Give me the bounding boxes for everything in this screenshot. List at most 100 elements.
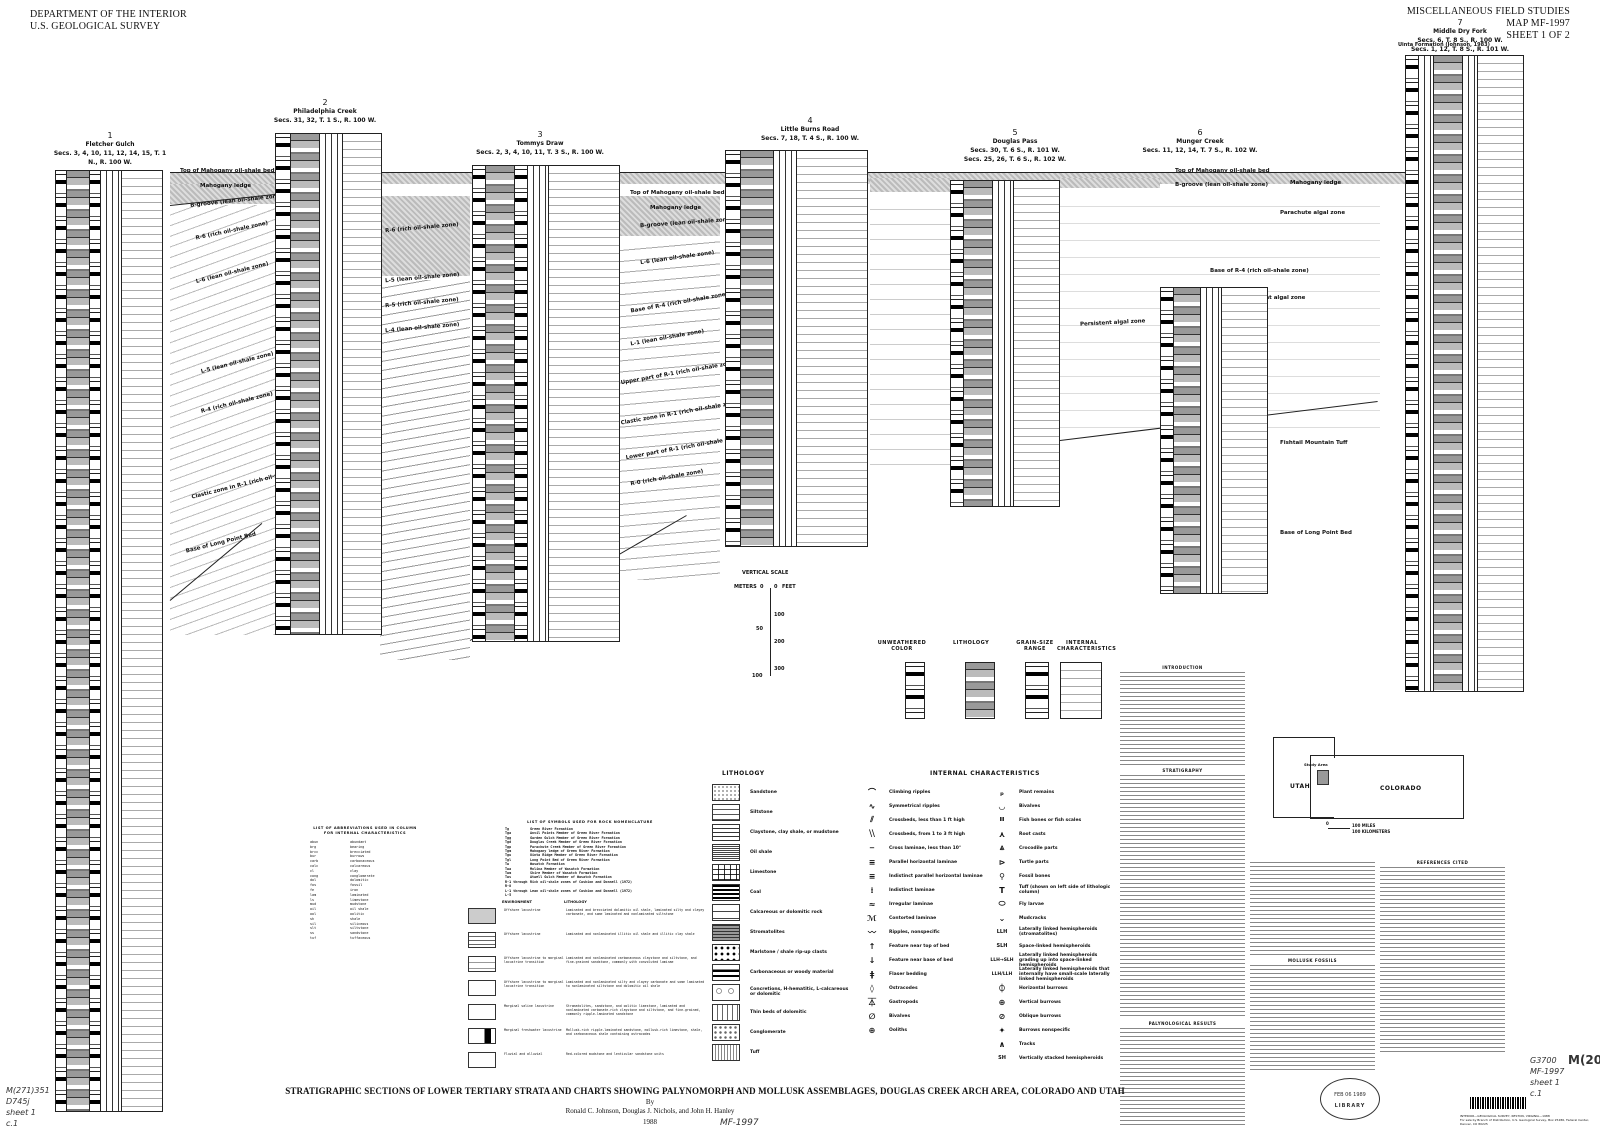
example-lithology-column — [965, 662, 995, 719]
plant-remains-icon: ₚ — [1000, 787, 1004, 797]
fossil-bones-icon: ⚲ — [999, 871, 1005, 881]
authors: Ronald C. Johnson, Douglas J. Nichols, a… — [565, 1107, 735, 1115]
section-5-lines-column — [992, 180, 1014, 507]
example-grain-column — [1025, 662, 1049, 719]
handwritten-call-number-left: M(271)351 D745j sheet 1 c.1 — [6, 1086, 50, 1128]
section-5-internal-column — [1013, 180, 1060, 507]
climbing-ripples-icon: ⌒ — [868, 787, 876, 797]
symbols-list: LIST OF SYMBOLS USED FOR ROCK NOMENCLATU… — [505, 820, 653, 898]
handwritten-call-number-right: G3700 M(200) MF-1997 sheet 1 c.1 — [1530, 1053, 1600, 1098]
zone-b-groove-6: B-groove (lean oil-shale zone) — [1175, 182, 1268, 188]
indistinct-laminae-icon: ⁞ — [870, 885, 874, 895]
section-3-lithology-column — [485, 165, 515, 642]
printer-notes: INTERIOR—GEOLOGICAL SURVEY, RESTON, VIRG… — [1460, 1114, 1590, 1126]
section-5-color-column — [950, 180, 964, 507]
section-7-lines-column-a — [1418, 55, 1434, 692]
zone-parachute-algal: Parachute algal zone — [1280, 210, 1346, 216]
tuff-icon: T — [999, 885, 1005, 895]
section-3-lines-column — [527, 165, 549, 642]
zone-mahogany-ledge-6: Mahogany ledge — [1290, 180, 1342, 186]
section-6-lines-column — [1200, 287, 1222, 594]
agency-survey: U.S. GEOLOGICAL SURVEY — [30, 21, 161, 32]
section-4-lines-column — [773, 150, 797, 547]
legend-stromatolites: Stromatolites — [712, 922, 852, 942]
section-3-color-column — [472, 165, 486, 642]
colorado-label: COLORADO — [1380, 785, 1422, 792]
series-block: MISCELLANEOUS FIELD STUDIES MAP MF-1997 … — [1407, 6, 1570, 42]
section-6-lithology-column — [1173, 287, 1201, 594]
ripples-icon: 〰 — [868, 927, 876, 937]
utah-label: UTAH — [1290, 783, 1311, 790]
scale-bar — [770, 588, 771, 676]
symmetrical-ripples-icon: ∿ — [868, 801, 876, 811]
r6-band-2-3 — [380, 196, 470, 276]
sheet-label: SHEET 1 OF 2 — [1506, 30, 1570, 41]
zone-persistent-algal-6: Persistent algal zone — [1240, 295, 1306, 301]
ostracodes-icon: ◊ — [870, 983, 874, 993]
section-1-lines-column — [100, 170, 122, 1112]
introduction-text: INTRODUCTION STRATIGRAPHY PALYNOLOGICAL … — [1120, 665, 1245, 1126]
zone-top-mahogany: Top of Mahogany oil-shale bed — [180, 168, 275, 174]
oblique-burrows-icon: ⊘ — [998, 1011, 1006, 1021]
vertical-scale: VERTICAL SCALE METERS 0 0 FEET 100 50 20… — [734, 570, 796, 679]
feature-base-icon: ↓ — [868, 955, 876, 965]
feet-label: FEET — [782, 584, 796, 590]
section-3-internal-column — [548, 165, 620, 642]
contorted-laminae-icon: ℳ — [867, 913, 877, 923]
legend-ripup: Marlstone / shale rip-up clasts — [712, 942, 852, 962]
correlation-fill-2-3 — [380, 280, 470, 660]
internal-characteristics-legend: INTERNAL CHARACTERISTICS ⌒Climbing rippl… — [855, 770, 1115, 1065]
zone-mahogany-ledge: Mahogany ledge — [200, 183, 252, 189]
section-5-heading: 5 Douglas Pass Secs. 30, T. 6 S., R. 101… — [963, 128, 1067, 163]
section-7-color-column — [1405, 55, 1419, 692]
index-map: Study Area UTAH COLORADO 0 100 MILES 100… — [1268, 735, 1468, 860]
explanation-diagram: UNWEATHERED COLOR LITHOLOGY GRAIN-SIZE R… — [865, 640, 1116, 750]
mollusk-text: MOLLUSK FOSSILS — [1250, 860, 1375, 1073]
zone-top-mahogany-6: Top of Mahogany oil-shale bed — [1175, 168, 1270, 174]
section-6-heading: 6 Munger Creek Secs. 11, 12, 14, T. 7 S.… — [1142, 128, 1258, 154]
r6-band-5-6 — [1060, 178, 1160, 188]
zone-mahogany-ledge-3: Mahogany ledge — [650, 205, 702, 211]
legend-siltstone: Siltstone — [712, 802, 852, 822]
burrows-nonspecific-icon: ✦ — [998, 1025, 1006, 1035]
handwritten-map-number: MF-1997 — [720, 1118, 759, 1128]
flaser-icon: ǂ — [869, 969, 875, 979]
by-line: By — [645, 1098, 655, 1106]
section-2-internal-column — [342, 133, 382, 635]
legend-limestone: Limestone — [712, 862, 852, 882]
legend-calcareous: Calcareous or dolomitic rock — [712, 902, 852, 922]
environment-legend: ENVIRONMENT LITHOLOGY Offshore lacustrin… — [468, 900, 708, 1072]
llh-ssh-internal-icon: LLH/LLH — [991, 971, 1013, 977]
zone-fishtail-tuff: Fishtail Mountain Tuff — [1280, 440, 1348, 446]
colorado-outline — [1310, 755, 1464, 819]
map-scale-bar — [1328, 828, 1350, 829]
cross-laminae-icon: ⎯ — [870, 843, 874, 852]
gastropods-icon: ⏄ — [868, 997, 876, 1007]
section-4-lithology-column — [740, 150, 774, 547]
vertical-burrows-icon: ⊕ — [998, 997, 1006, 1007]
ssh-icon: SLH — [996, 943, 1008, 949]
map-number: MAP MF-1997 — [1506, 18, 1570, 29]
series-name: MISCELLANEOUS FIELD STUDIES — [1406, 6, 1570, 17]
legend-concretions: Concretions, H-hematitic, L-calcareous o… — [712, 982, 852, 1002]
crossbeds-small-icon: ⫽ — [870, 815, 874, 824]
section-7-heading: 7 Middle Dry Fork Secs. 6, T. 8 S., R. 1… — [1410, 18, 1510, 53]
r6-band-3-4 — [620, 196, 720, 236]
bivalves-icon: ∅ — [868, 1011, 876, 1021]
bivalves-shell-icon: ◡ — [998, 801, 1006, 811]
zone-base-r4-6: Base of R-4 (rich oil-shale zone) — [1210, 268, 1309, 274]
correlation-fill-4-5 — [870, 195, 950, 475]
section-4-heading: 4 Little Burns Road Secs. 7, 18, T. 4 S.… — [760, 116, 860, 142]
vertical-scale-title: VERTICAL SCALE — [742, 570, 789, 576]
legend-claystone: Claystone, clay shale, or mudstone — [712, 822, 852, 842]
horizontal-burrows-icon: ⏀ — [998, 983, 1006, 993]
lithology-legend: LITHOLOGY Sandstone Siltstone Claystone,… — [712, 770, 852, 1062]
section-3-heading: 3 Tommys Draw Secs. 2, 3, 4, 10, 11, T. … — [476, 130, 604, 156]
legend-thin-dolomite: Thin beds of dolomitic — [712, 1002, 852, 1022]
library-stamp: FEB 06 1989 LIBRARY — [1320, 1078, 1380, 1120]
section-6-color-column — [1160, 287, 1174, 594]
parallel-laminae-icon: ≡ — [868, 857, 876, 867]
oolites-icon: ⊕ — [868, 1025, 876, 1035]
legend-coal: Coal — [712, 882, 852, 902]
turtle-icon: ⊳ — [998, 857, 1006, 867]
